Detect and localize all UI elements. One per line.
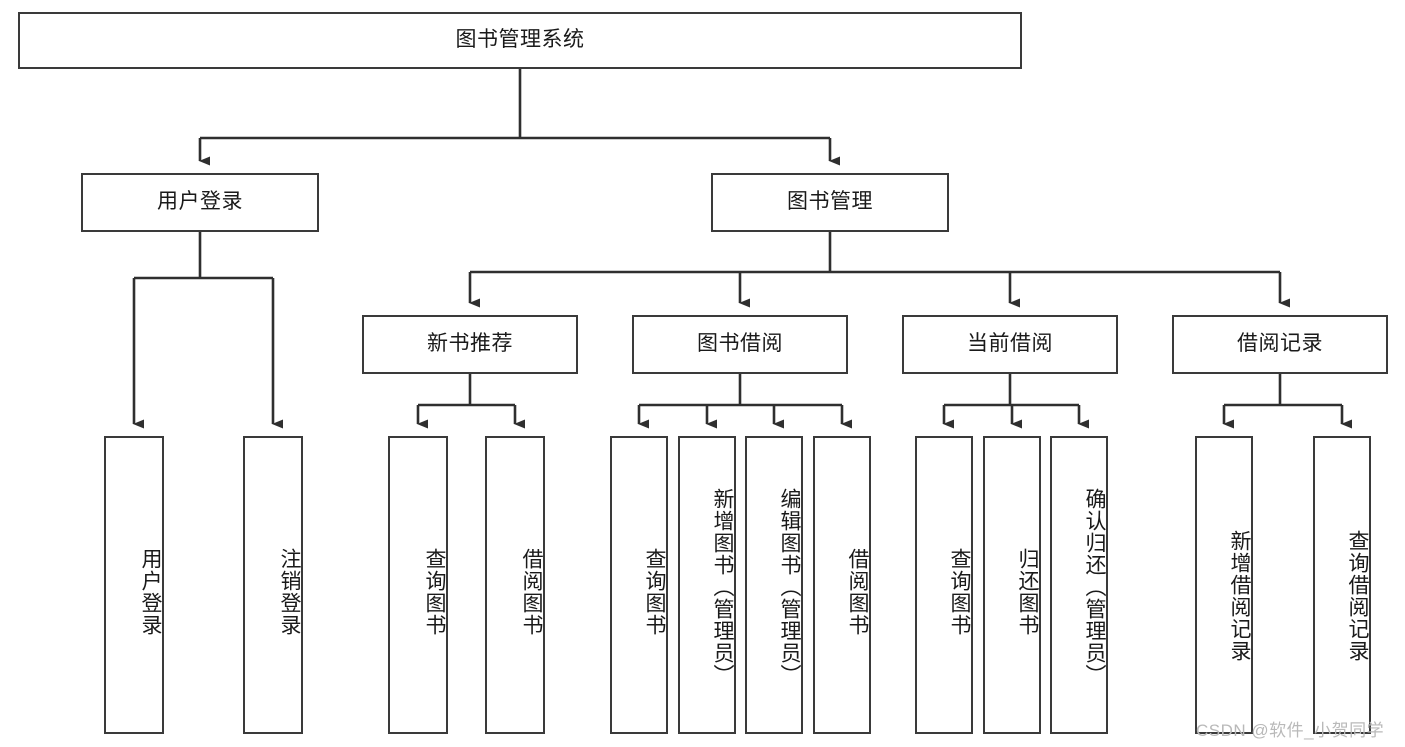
node-nbr-query-book[interactable]: 查询图书 [388,436,448,734]
node-br-query-record[interactable]: 查询借阅记录 [1313,436,1371,734]
node-current-borrow[interactable]: 当前借阅 [902,315,1118,374]
node-bb-edit-book-label: 编辑图书（管理员） [778,488,801,686]
node-new-book-recommend[interactable]: 新书推荐 [362,315,578,374]
node-user-login-label: 用户登录 [157,190,243,214]
node-nbr-borrow-book[interactable]: 借阅图书 [485,436,545,734]
node-nbr-borrow-book-label: 借阅图书 [520,548,543,636]
node-user-login-do[interactable]: 用户登录 [104,436,164,734]
node-book-borrow-label: 图书借阅 [697,332,783,356]
node-bb-add-book-label: 新增图书（管理员） [711,488,734,686]
node-user-login-do-label: 用户登录 [139,548,162,636]
node-bb-borrow-book[interactable]: 借阅图书 [813,436,871,734]
node-br-add-record-label: 新增借阅记录 [1228,530,1251,662]
node-cb-return-book-label: 归还图书 [1016,548,1039,636]
node-cb-query-book[interactable]: 查询图书 [915,436,973,734]
node-book-manage[interactable]: 图书管理 [711,173,949,232]
node-br-add-record[interactable]: 新增借阅记录 [1195,436,1253,734]
node-bb-query-book-label: 查询图书 [643,548,666,636]
node-user-login[interactable]: 用户登录 [81,173,319,232]
node-user-logout-label: 注销登录 [278,548,301,636]
node-root[interactable]: 图书管理系统 [18,12,1022,69]
node-cb-return-book[interactable]: 归还图书 [983,436,1041,734]
node-cb-query-book-label: 查询图书 [948,548,971,636]
node-new-book-recommend-label: 新书推荐 [427,332,513,356]
node-user-logout[interactable]: 注销登录 [243,436,303,734]
node-root-label: 图书管理系统 [455,28,585,52]
node-bb-query-book[interactable]: 查询图书 [610,436,668,734]
node-book-borrow[interactable]: 图书借阅 [632,315,848,374]
node-nbr-query-book-label: 查询图书 [423,548,446,636]
node-bb-borrow-book-label: 借阅图书 [846,548,869,636]
node-bb-add-book[interactable]: 新增图书（管理员） [678,436,736,734]
node-bb-edit-book[interactable]: 编辑图书（管理员） [745,436,803,734]
node-cb-confirm-return[interactable]: 确认归还（管理员） [1050,436,1108,734]
node-br-query-record-label: 查询借阅记录 [1346,530,1369,662]
csdn-watermark: CSDN @软件_小贺同学 [1196,721,1385,740]
node-current-borrow-label: 当前借阅 [967,332,1053,356]
node-borrow-record[interactable]: 借阅记录 [1172,315,1388,374]
node-borrow-record-label: 借阅记录 [1237,332,1323,356]
node-cb-confirm-return-label: 确认归还（管理员） [1083,488,1106,686]
node-book-manage-label: 图书管理 [787,190,873,214]
